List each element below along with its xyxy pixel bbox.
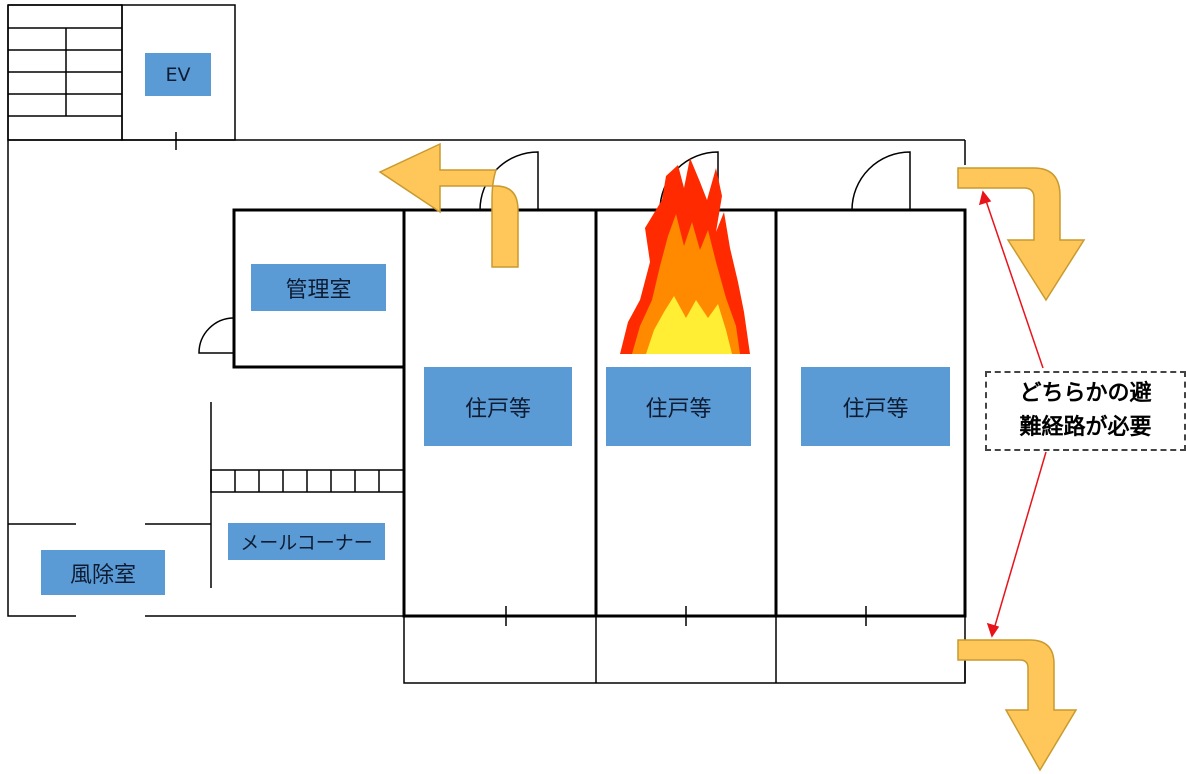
unit-label-right: 住戸等 [801, 367, 950, 446]
note-line-2: 難経路が必要 [1019, 415, 1152, 440]
elevator-label: EV [145, 53, 211, 96]
fire-icon [620, 158, 750, 354]
escape-arrow-corridor [378, 142, 519, 268]
windbreak-room-label: 風除室 [41, 550, 165, 595]
escape-route-note: どちらかの避 難経路が必要 [985, 371, 1186, 451]
mail-corner-walls [210, 402, 405, 588]
note-line-1: どちらかの避 [1019, 381, 1152, 406]
mail-corner-label: メールコーナー [228, 523, 385, 560]
unit-label-left: 住戸等 [424, 367, 572, 446]
staircase [7, 4, 123, 141]
escape-arrow-upper-right [957, 167, 1086, 302]
route-pointer-lines [978, 190, 1047, 638]
management-office-door [198, 317, 235, 354]
management-office-label: 管理室 [251, 264, 386, 311]
elevator-shaft [121, 4, 236, 150]
balconies [403, 606, 966, 684]
escape-arrow-lower-right [957, 639, 1078, 772]
unit-doors [479, 151, 911, 211]
unit-label-center: 住戸等 [606, 367, 751, 446]
